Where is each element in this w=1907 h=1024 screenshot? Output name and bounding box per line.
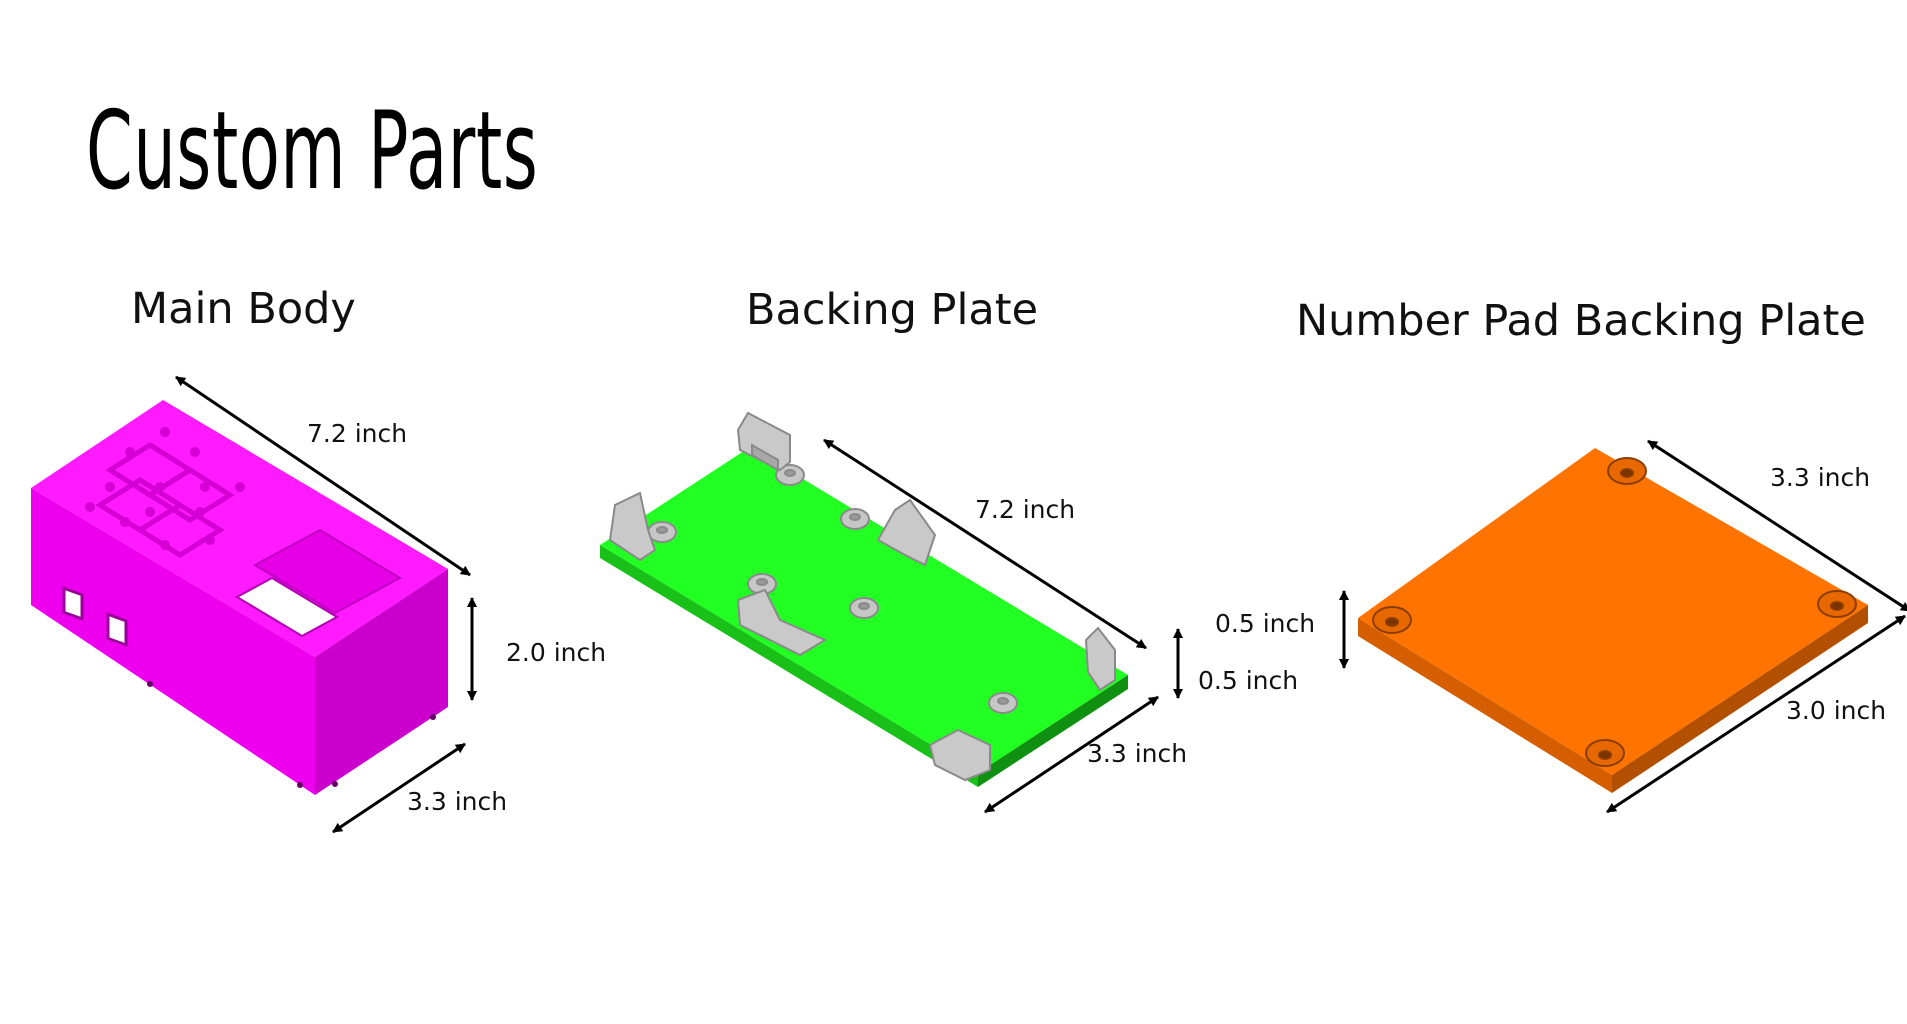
main-body-width-arrow (332, 742, 466, 834)
main-body-dimensions: 7.2 inch 2.0 inch 3.3 inch (175, 375, 606, 834)
display-window (234, 576, 340, 638)
backing-plate-title: Backing Plate (746, 285, 1039, 335)
backing-plate-front-edge (600, 545, 978, 787)
number-pad-backing-plate-title: Number Pad Backing Plate (1296, 296, 1866, 346)
port-1 (62, 586, 84, 621)
backing-plate-model (600, 411, 1128, 787)
number-pad-plate-front-edge (1358, 618, 1612, 793)
backing-plate-thickness-label: 0.5 inch (1198, 666, 1298, 695)
main-body-width-label: 3.3 inch (407, 787, 507, 816)
main-body-length-label: 7.2 inch (307, 419, 407, 448)
main-body-side-face (315, 569, 448, 795)
page-title: Custom Parts (86, 89, 539, 214)
backing-plate-dimensions: 7.2 inch 0.5 inch 3.3 inch (823, 438, 1298, 814)
port-2 (106, 612, 128, 647)
number-pad-plate-model (1358, 448, 1868, 793)
backing-plate-length-label: 7.2 inch (975, 495, 1075, 524)
main-body-height-label: 2.0 inch (506, 638, 606, 667)
number-pad-plate-thickness-label: 0.5 inch (1215, 609, 1315, 638)
backing-plate-width-arrow (984, 695, 1159, 814)
number-pad-plate-dimensions: 3.3 inch 0.5 inch 3.0 inch (1215, 439, 1907, 814)
number-pad-plate-width-label: 3.0 inch (1786, 696, 1886, 725)
backing-plate-width-label: 3.3 inch (1087, 739, 1187, 768)
number-pad-plate-length-arrow (1647, 439, 1907, 612)
main-body-front-face (31, 488, 315, 795)
main-body-model (31, 400, 448, 795)
main-body-title: Main Body (131, 284, 356, 334)
number-pad-plate-length-label: 3.3 inch (1770, 463, 1870, 492)
number-pad-plate-top-face (1358, 448, 1868, 775)
number-pad-plate-width-arrow (1606, 614, 1906, 814)
backing-plate-length-arrow (823, 438, 1147, 650)
main-body-length-arrow (175, 375, 471, 577)
